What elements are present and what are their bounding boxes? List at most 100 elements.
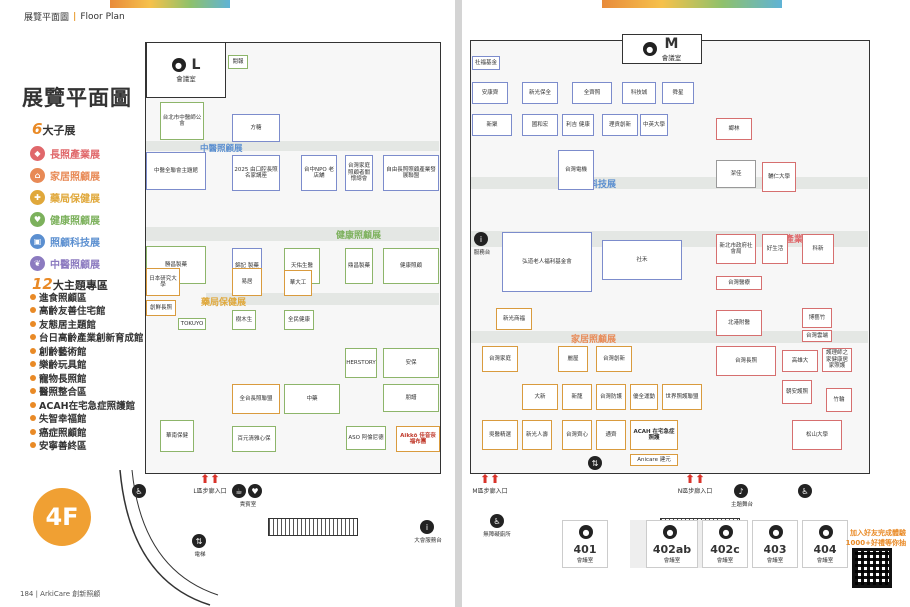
booth[interactable]: 閱報 [228, 55, 248, 69]
booth[interactable]: 華南保健 [160, 420, 194, 452]
booth[interactable]: 台灣電機 [558, 150, 594, 190]
left-page: 展覽平面圖 | Floor Plan 展覽平面圖 6大子展 ◆長照產業展 ⌂家居… [0, 0, 455, 607]
room-label: 會議室 [661, 54, 682, 62]
entrance-m[interactable]: ⬆⬆ M區步廊入口 [462, 472, 518, 495]
booth[interactable]: 台灣雲端 [802, 330, 832, 342]
booth[interactable]: 北港附醫 [716, 310, 762, 336]
booth[interactable]: 大新 [522, 384, 558, 410]
booth[interactable]: 優全運動 [630, 384, 658, 410]
booth[interactable]: 日本研究大學 [146, 268, 180, 296]
booth[interactable]: 百元清雅心保 [232, 426, 276, 452]
meeting-room-403[interactable]: ● 403 會議室 [752, 520, 798, 568]
booth[interactable]: 中醫全聯會主題館 [146, 152, 206, 190]
promo-line-2: 1000+好禮等你抽 [845, 539, 906, 547]
qr-code[interactable] [852, 548, 892, 588]
booth[interactable]: 高雄大 [782, 350, 818, 372]
booth[interactable]: 科新 [802, 234, 834, 264]
booth[interactable]: ACAH 在宅急症照護 [630, 420, 678, 450]
booth[interactable]: 台灣醫療 [716, 276, 762, 290]
entrance-arrows-icon: ⬆⬆ [684, 472, 706, 486]
aisle-tech [471, 177, 868, 189]
booth[interactable]: 新龍 [562, 384, 592, 410]
entrance-l[interactable]: ⬆⬆ L區步廊入口 [185, 472, 235, 495]
booth[interactable]: 麗屋 [558, 346, 588, 372]
booth[interactable]: 創鮮長照 [146, 300, 176, 316]
booth[interactable]: 2025 由口腔長照 名家講座 [232, 155, 280, 191]
booth[interactable]: 新光人壽 [522, 420, 552, 450]
booth[interactable]: 自由長照照顧產業發展聯盟 [383, 155, 439, 191]
booth[interactable]: 弘道老人福利基金會 [502, 232, 592, 292]
booth[interactable]: 台灣家庭 [482, 346, 518, 372]
booth[interactable]: 通齊 [596, 420, 626, 450]
meeting-room-402ab[interactable]: ● 402ab 會議室 [646, 520, 698, 568]
booth[interactable]: 科技城 [622, 82, 656, 104]
theme-zone-item: 友態居主題館 [30, 317, 144, 331]
booth[interactable]: 護理師之家健康居家照護 [822, 348, 852, 372]
page-title: 展覽平面圖 [22, 86, 132, 110]
booth[interactable]: 台灣齊心 [562, 420, 592, 450]
exhibition-count: 6 [32, 120, 43, 138]
booth[interactable]: 朋譜 [383, 384, 439, 412]
booth[interactable]: Aikkō 佳音奈福布團 [396, 426, 440, 452]
booth[interactable]: ASO 阿倫尼德 [346, 426, 386, 450]
booth[interactable]: 中英大學 [640, 114, 668, 136]
booth[interactable]: 輔仁大學 [762, 162, 796, 192]
booth[interactable]: 台北市中醫師公會 [160, 102, 204, 140]
room-number: 402ab [652, 543, 692, 556]
booth[interactable]: 新光保全 [522, 82, 558, 104]
booth[interactable]: 台灣家庭照顧者關懷總會 [345, 155, 373, 191]
booth[interactable]: 全台長照聯盟 [232, 384, 280, 414]
room-letter: M [664, 36, 679, 52]
booth[interactable]: 利吉 健康 [562, 114, 594, 136]
meeting-room-l[interactable]: ●L 會議室 [146, 42, 226, 98]
booth[interactable]: TOKUYO [178, 318, 206, 330]
legend-label: 健康照顧展 [50, 215, 100, 227]
theme-zone-item: 安寧善終區 [30, 439, 144, 452]
booth[interactable]: 新北市政府社會局 [716, 234, 756, 264]
meeting-room-402c[interactable]: ● 402c 會議室 [702, 520, 748, 568]
booth[interactable]: 松山大學 [792, 420, 842, 450]
booth[interactable]: 中藥 [284, 384, 340, 414]
booth[interactable]: 好生活 [762, 234, 788, 264]
booth[interactable]: 社禾 [602, 240, 682, 280]
booth[interactable]: HERSTORY [345, 348, 377, 378]
booth[interactable]: 安保 [383, 348, 439, 378]
legend-label: 照顧科技展 [50, 237, 100, 249]
booth[interactable]: 世界照護聯盟 [662, 384, 702, 410]
meeting-room-404[interactable]: ● 404 會議室 [802, 520, 848, 568]
booth[interactable]: 台中NPO 老店舖 [301, 155, 337, 191]
booth[interactable]: 樹木生 [232, 310, 256, 330]
booth[interactable]: 台灣長照 [716, 346, 776, 376]
booth[interactable]: 全民健康 [284, 310, 314, 330]
booth[interactable]: 鼎昌製藥 [345, 248, 373, 284]
aisle-pharmacy [206, 293, 439, 305]
booth[interactable]: 竹輪 [826, 388, 852, 412]
booth[interactable]: 全齊照 [572, 82, 612, 104]
booth[interactable]: 台灣防護 [596, 384, 626, 410]
booth[interactable]: 方糖 [232, 114, 280, 142]
theme-zone-item: 癌症照顧館 [30, 425, 144, 439]
entrance-n[interactable]: ⬆⬆ N區步廊入口 [667, 472, 723, 495]
booth[interactable]: 鄉林 [716, 118, 752, 140]
booth[interactable]: 健康照顧 [383, 248, 439, 284]
booth[interactable]: 社福基金 [472, 56, 500, 70]
meeting-room-401[interactable]: ● 401 會議室 [562, 520, 608, 568]
booth[interactable]: 新聚 [472, 114, 512, 136]
top-band [602, 0, 782, 8]
booth[interactable]: 華大工 [284, 270, 312, 296]
home-icon: ⌂ [30, 167, 45, 183]
booth[interactable]: 安康齊 [472, 82, 508, 104]
booth[interactable]: 理貢創新 [602, 114, 638, 136]
booth[interactable]: 潔佳 [716, 160, 756, 188]
booth[interactable]: 吳醫精選 [482, 420, 518, 450]
booth[interactable]: 新光商福 [496, 308, 532, 330]
booth[interactable]: 朝安護照 [782, 380, 812, 404]
booth[interactable]: 國和宏 [522, 114, 558, 136]
booth[interactable]: Anicare 建元 [630, 454, 678, 466]
elevator-icon: ⇅ [588, 456, 602, 470]
booth[interactable]: 博藝竹 [802, 308, 832, 328]
booth[interactable]: 易居 [232, 268, 262, 296]
booth[interactable]: 舜星 [662, 82, 694, 104]
booth[interactable]: 台灣創新 [596, 346, 632, 372]
